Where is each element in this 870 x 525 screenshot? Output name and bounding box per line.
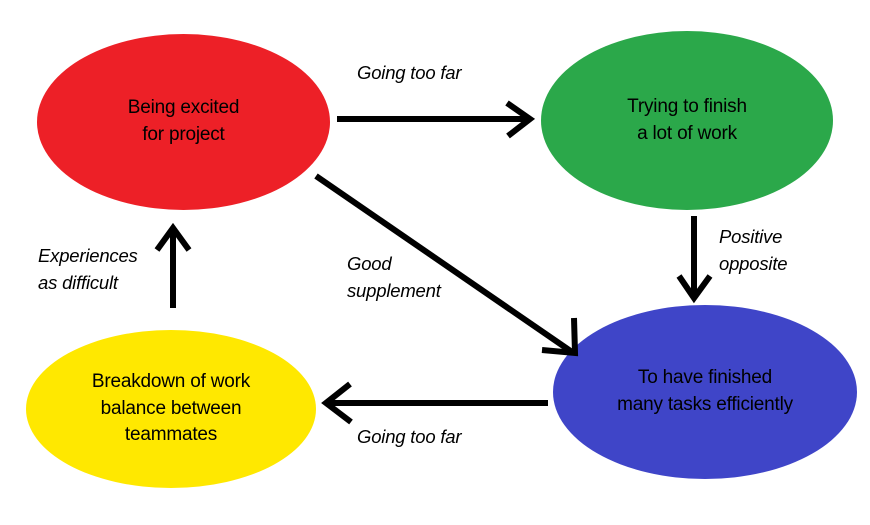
edge-label-experiences-as-difficult: Experiences as difficult bbox=[38, 245, 138, 293]
node-label: Being excited for project bbox=[127, 97, 240, 145]
edge-label-going-too-far-bottom: Going too far bbox=[357, 426, 462, 447]
edge-label-positive-opposite: Positive opposite bbox=[719, 226, 788, 274]
node-trying-to-finish-a-lot-of-work[interactable]: Trying to finish a lot of work bbox=[541, 31, 833, 210]
arrow-finished-to-breakdown bbox=[321, 381, 548, 425]
arrow-head bbox=[541, 317, 579, 357]
node-being-excited-for-project[interactable]: Being excited for project bbox=[37, 34, 330, 210]
arrow-excited-to-trying bbox=[337, 100, 536, 139]
node-breakdown-of-work-balance-between-teammates[interactable]: Breakdown of work balance between teamma… bbox=[26, 330, 316, 488]
arrow-head bbox=[505, 100, 536, 139]
arrow-breakdown-to-excited bbox=[154, 222, 192, 308]
arrow-trying-to-finished bbox=[676, 216, 713, 304]
arrow-head bbox=[154, 222, 192, 252]
node-label: Trying to finish a lot of work bbox=[627, 95, 747, 144]
node-label: To have finished many tasks efficiently bbox=[617, 367, 793, 415]
node-label: Breakdown of work balance between teamma… bbox=[91, 370, 251, 446]
arrow-head bbox=[321, 381, 353, 425]
node-to-have-finished-many-tasks-efficiently[interactable]: To have finished many tasks efficiently bbox=[553, 305, 857, 479]
edge-label-going-too-far-top: Going too far bbox=[357, 62, 462, 83]
edge-label-good-supplement: Good supplement bbox=[347, 253, 441, 301]
arrow-head bbox=[676, 274, 713, 304]
